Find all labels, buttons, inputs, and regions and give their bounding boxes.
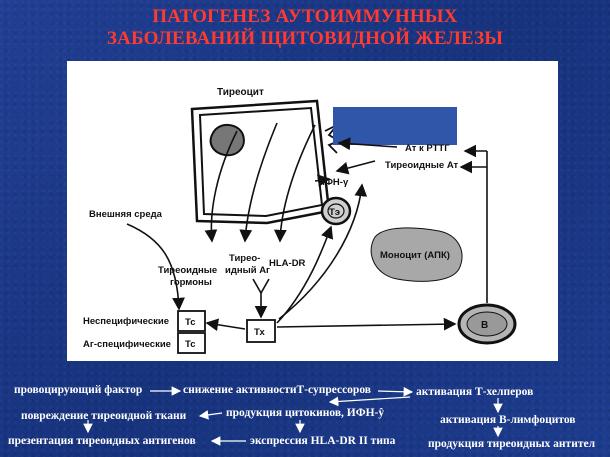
flow-suppressor-decrease: снижение активностиТ-супрессоров: [183, 384, 371, 396]
flow-provoking-factor: провоцирующий фактор: [14, 384, 143, 396]
label-thyrocyte: Тиреоцит: [217, 87, 264, 98]
label-ag-specific: Аг-специфические: [83, 339, 171, 350]
flow-antigen-presentation: презентация тиреоидных антигенов: [8, 435, 196, 447]
page-title-line-2: ЗАБОЛЕВАНИЙ ЩИТОВИДНОЙ ЖЕЛЕЗЫ: [106, 28, 504, 49]
label-hla-dr: HLA-DR: [269, 258, 306, 269]
flow-tissue-damage: повреждение тиреоидной ткани: [21, 410, 187, 422]
page-title-line-1: ПАТОГЕНЕЗ АУТОИММУННЫХ: [152, 6, 458, 27]
flow-hla-expression: экспрессия HLA-DR II типа: [250, 435, 396, 447]
thyrocyte-outer-wall: [190, 99, 331, 225]
te-cell: [320, 196, 352, 226]
label-at-rttg: Ат к РТТГ: [405, 143, 450, 154]
label-tc-1: Тс: [185, 317, 196, 328]
overlay-box: [333, 107, 457, 145]
tc-box-2: [177, 332, 206, 354]
tx-box: [246, 319, 276, 343]
label-thyroid-hormones-2: гормоны: [170, 277, 212, 288]
label-tc-2: Тс: [185, 339, 196, 350]
monocyte-cell: [370, 227, 463, 282]
thyrocyte-inner-wall: [198, 106, 324, 218]
label-b: В: [481, 320, 488, 331]
pathogenesis-diagram: Тиреоцит Ат к РТТГ Тиреоидные Ат ИФН-γ В…: [83, 87, 517, 354]
tc-box-1: [177, 310, 206, 332]
label-thyroid-hormones-1: Тиреоидные: [158, 265, 217, 276]
diagram-arrows: [126, 122, 488, 332]
flow-antibody-production: продукция тиреоидных антител: [428, 438, 596, 450]
label-nonspecific: Неспецифические: [83, 316, 169, 327]
diagram-panel: Тиреоцит Ат к РТТГ Тиреоидные Ат ИФН-γ В…: [67, 61, 558, 361]
label-thyroid-antigen-1: Тирео-: [229, 253, 260, 264]
label-thyroid-antibodies: Тиреоидные Ат: [385, 160, 459, 171]
label-te: Тэ: [329, 207, 340, 218]
flow-b-activation: активация В-лимфоцитов: [440, 414, 576, 426]
flow-helper-activation: активация Т-хелперов: [416, 386, 534, 398]
label-monocyte: Моноцит (АПК): [380, 250, 450, 261]
label-tx: Тх: [254, 327, 265, 338]
label-external-environment: Внешняя среда: [89, 209, 163, 220]
flow-cytokine-production: продукция цитокинов, ИФН-ŷ: [226, 407, 385, 419]
label-thyroid-antigen-2: идный Аг: [225, 265, 270, 276]
label-ifn-gamma: ИФН-γ: [318, 177, 349, 188]
